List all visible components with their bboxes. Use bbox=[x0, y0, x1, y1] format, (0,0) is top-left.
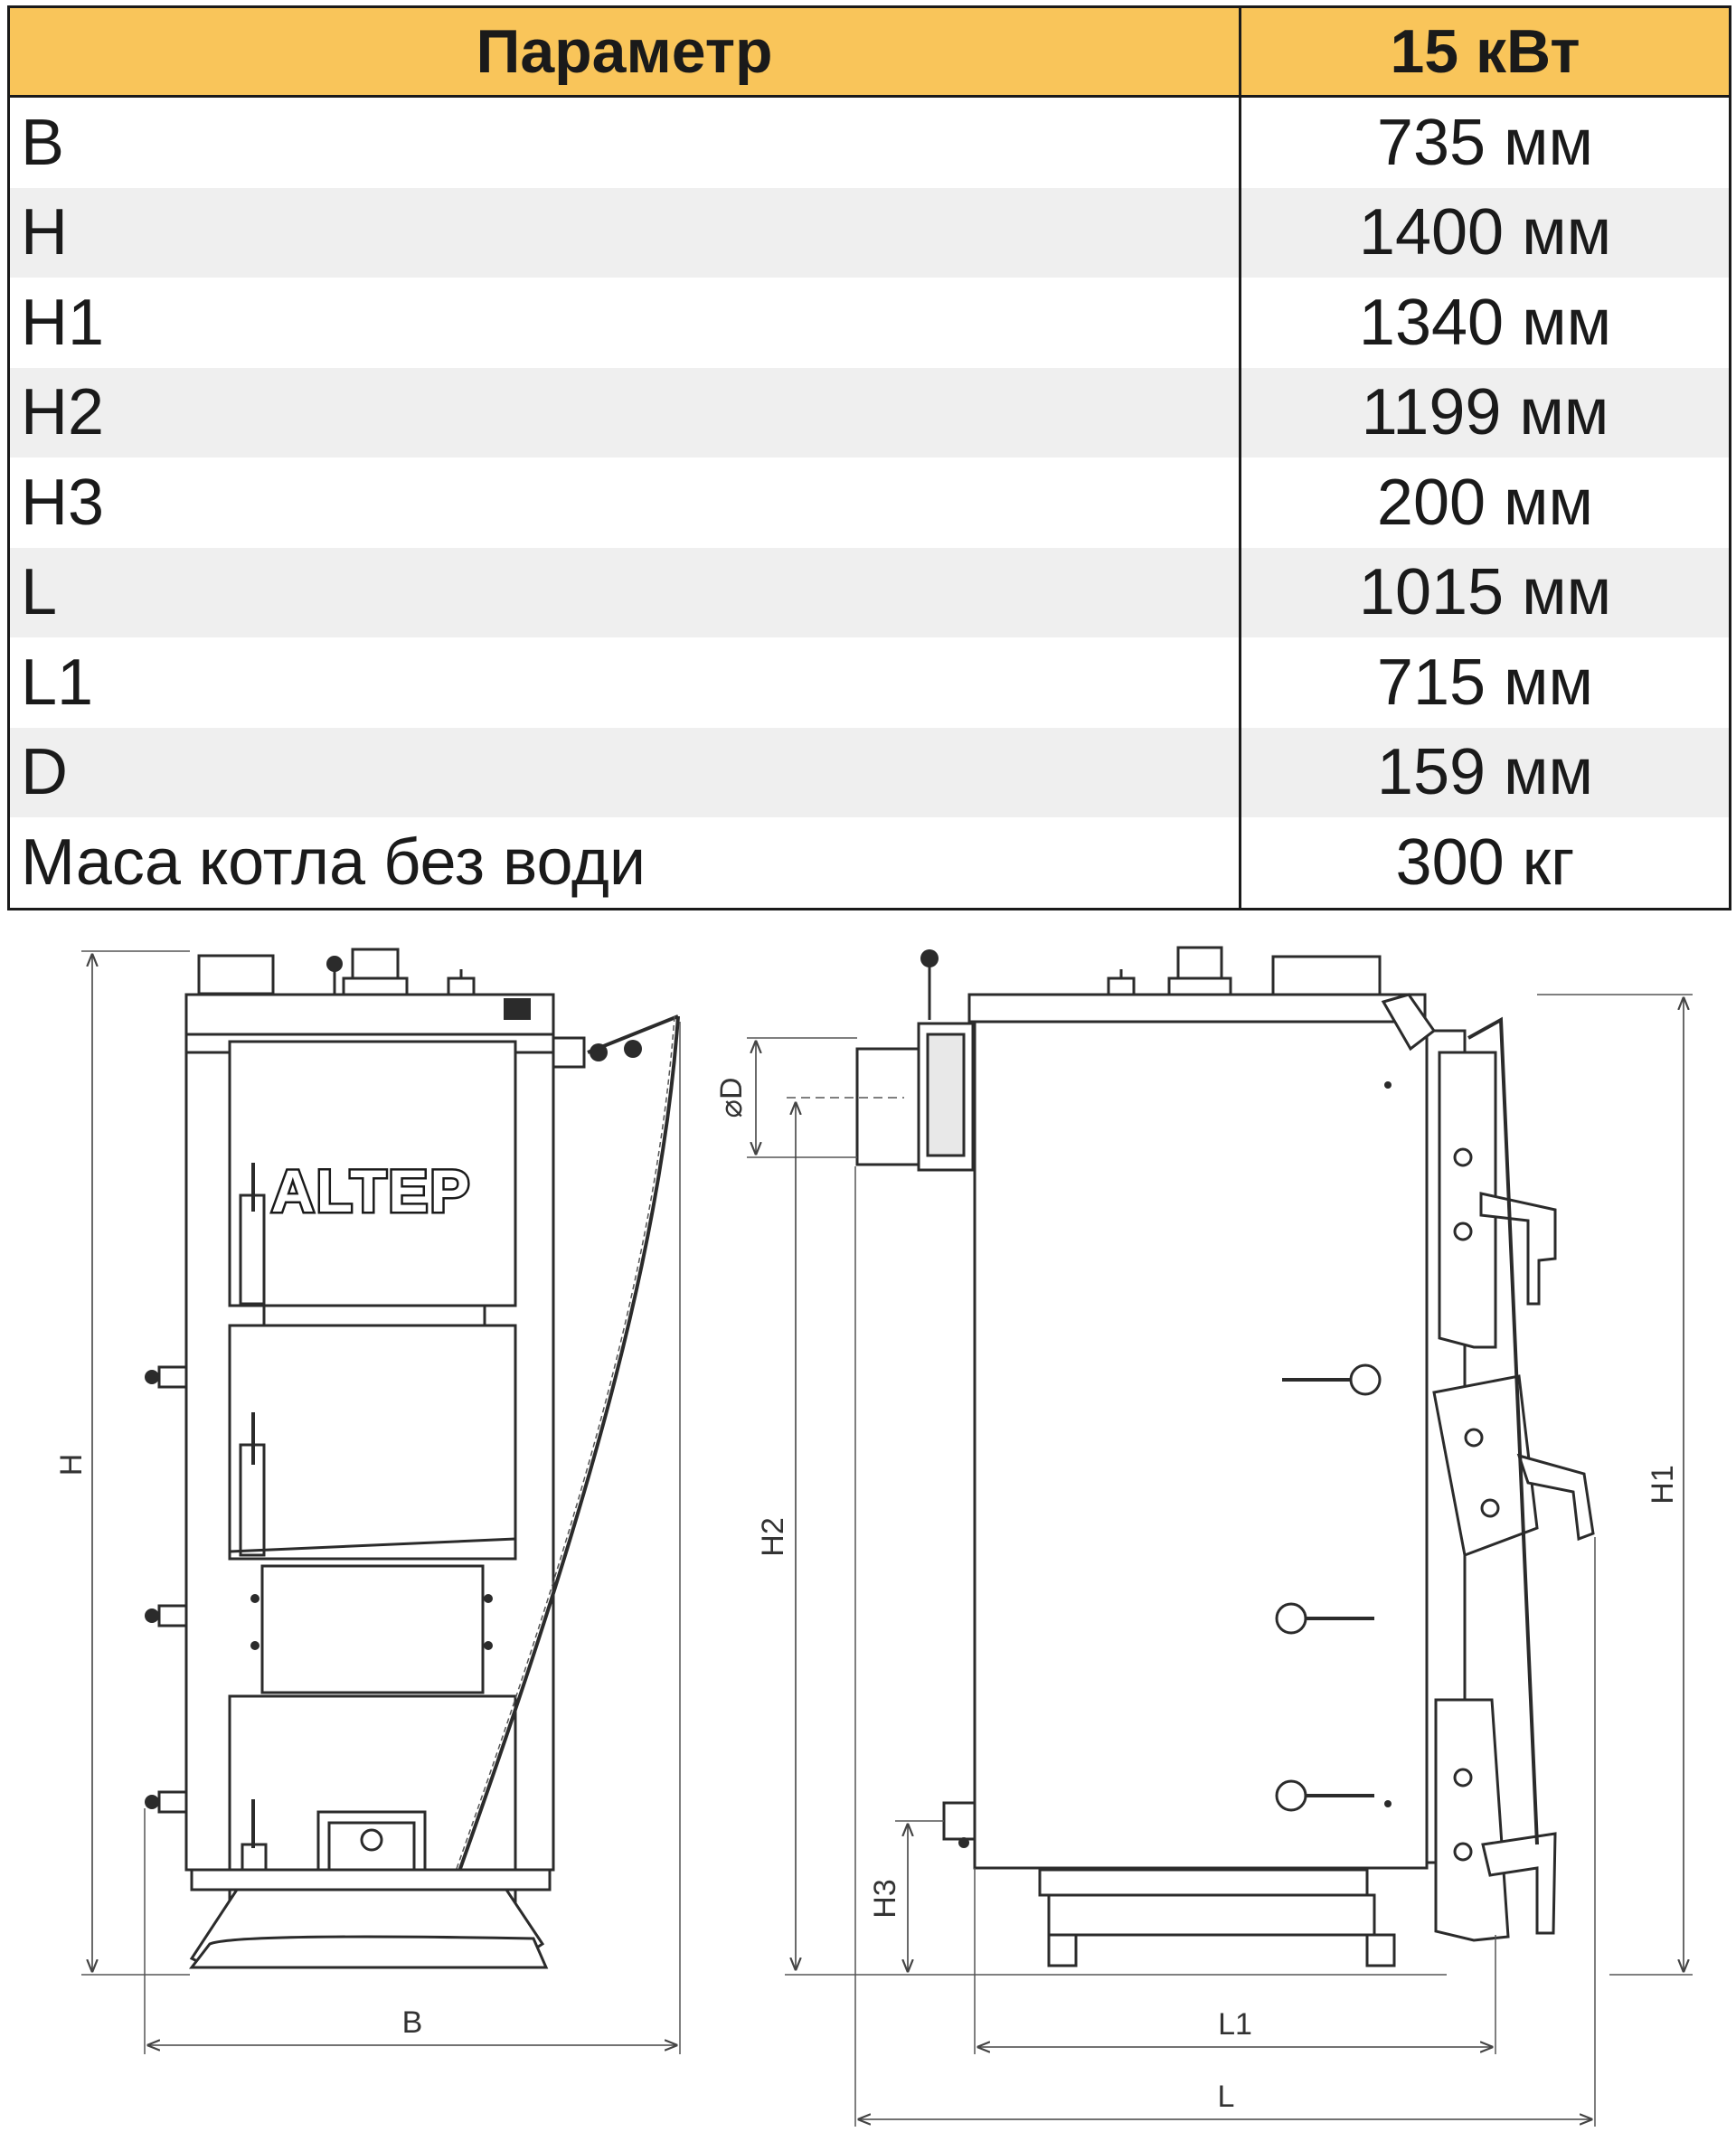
param-name: D bbox=[8, 727, 1241, 817]
param-name: Маса котла без води bbox=[8, 817, 1241, 909]
param-name: L1 bbox=[8, 637, 1241, 728]
boiler-body-side bbox=[973, 1020, 1429, 1870]
cleaning-handles bbox=[1275, 1363, 1382, 1812]
altep-logo: ALTEP bbox=[271, 1157, 471, 1224]
param-value: 1400 мм bbox=[1239, 187, 1731, 278]
table-row: D 159 мм bbox=[8, 727, 1731, 817]
header-param: Параметр bbox=[8, 6, 1241, 98]
regulator-chain bbox=[450, 1015, 680, 1892]
spec-table: Параметр 15 кВт B 735 мм H 1400 мм H1 13… bbox=[7, 5, 1731, 910]
table-row: B 735 мм bbox=[8, 96, 1731, 188]
inspection-panel bbox=[260, 1564, 485, 1694]
param-name: L bbox=[8, 547, 1241, 637]
flue-pipe bbox=[855, 1047, 920, 1166]
table-row: H1 1340 мм bbox=[8, 278, 1731, 368]
param-name: H1 bbox=[8, 278, 1241, 368]
header-power: 15 кВт bbox=[1239, 6, 1731, 98]
regulator-chain-side bbox=[1467, 1016, 1539, 1845]
param-value: 1015 мм bbox=[1239, 547, 1731, 637]
front-view: ALTEP bbox=[145, 948, 680, 1969]
param-name: H3 bbox=[8, 458, 1241, 548]
dim-label-L: L bbox=[1218, 2080, 1235, 2114]
dim-label-D: ⌀D bbox=[714, 1077, 749, 1118]
table-row: H3 200 мм bbox=[8, 458, 1731, 548]
table-row: H2 1199 мм bbox=[8, 367, 1731, 458]
dim-label-H: H bbox=[54, 1454, 89, 1476]
table-row: H 1400 мм bbox=[8, 187, 1731, 278]
middle-door bbox=[228, 1324, 517, 1561]
dim-label-H1: H1 bbox=[1646, 1465, 1680, 1504]
dim-label-B: B bbox=[402, 2005, 423, 2040]
param-name: H bbox=[8, 187, 1241, 278]
dim-label-H2: H2 bbox=[756, 1517, 790, 1556]
param-name: H2 bbox=[8, 367, 1241, 458]
dim-label-L1: L1 bbox=[1218, 2007, 1252, 2042]
top-cover bbox=[184, 993, 555, 1036]
top-fitting-left bbox=[197, 954, 275, 995]
boiler-drawing: ALTEP bbox=[54, 946, 1693, 2127]
dimension-lines: H B ⌀D H2 H3 H1 L1 L bbox=[54, 950, 1693, 2127]
table-row: Маса котла без води 300 кг bbox=[8, 817, 1731, 909]
table-header-row: Параметр 15 кВт bbox=[8, 6, 1731, 98]
param-value: 300 кг bbox=[1239, 817, 1731, 909]
param-value: 159 мм bbox=[1239, 727, 1731, 817]
table-row: L1 715 мм bbox=[8, 637, 1731, 728]
param-value: 1340 мм bbox=[1239, 278, 1731, 368]
param-value: 735 мм bbox=[1239, 96, 1731, 188]
table-row: L 1015 мм bbox=[8, 547, 1731, 637]
side-view bbox=[855, 946, 1595, 1967]
loading-door bbox=[228, 1040, 517, 1307]
param-value: 200 мм bbox=[1239, 458, 1731, 548]
param-name: B bbox=[8, 96, 1241, 188]
param-value: 715 мм bbox=[1239, 637, 1731, 728]
water-connections bbox=[145, 1365, 188, 1814]
top-cover-side bbox=[967, 993, 1427, 1024]
param-value: 1199 мм bbox=[1239, 367, 1731, 458]
dim-label-H3: H3 bbox=[868, 1879, 902, 1918]
